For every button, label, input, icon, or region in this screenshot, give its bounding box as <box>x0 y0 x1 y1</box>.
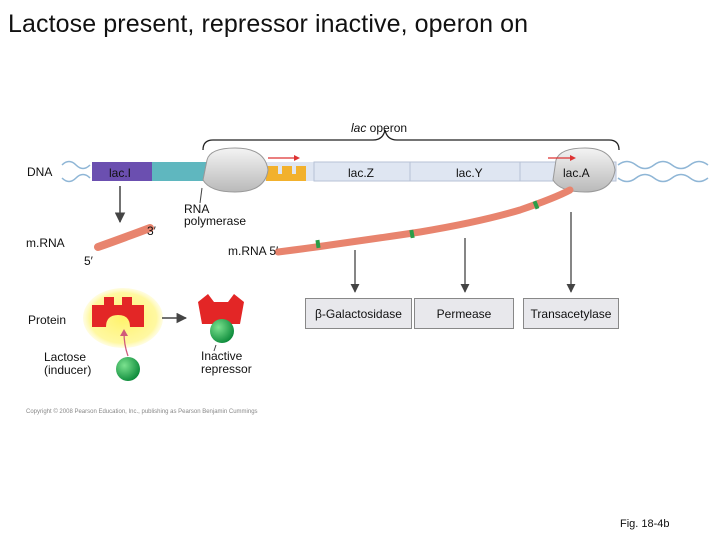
operon-mrna <box>274 186 574 256</box>
lactose-label: Lactose (inducer) <box>44 350 92 377</box>
gene-label-lacA: lac.A <box>563 166 590 180</box>
operon-brace <box>202 129 620 151</box>
product-transacetylase: Transacetylase <box>523 298 619 329</box>
rna-polymerase-label: RNA polymerase <box>184 202 247 228</box>
mrna-marker-3 <box>532 200 540 210</box>
dna-label: DNA <box>27 165 53 179</box>
mrna-marker-2 <box>409 229 415 239</box>
repressor-glow <box>83 288 163 348</box>
operator-notches <box>266 166 306 181</box>
lacI-region <box>92 162 152 181</box>
inactive-pointer <box>213 344 217 352</box>
mrna-label: m.RNA <box>26 236 65 250</box>
product-permease: Permease <box>414 298 514 329</box>
copyright-notice: Copyright © 2008 Pearson Education, Inc.… <box>26 409 258 415</box>
gene-label-lacI: lac.I <box>109 166 132 180</box>
three-prime-label: 3′ <box>147 224 156 238</box>
product-beta-galactosidase: β-Galactosidase <box>305 298 412 329</box>
inactive-repressor-label: Inactive repressor <box>201 349 252 376</box>
page-title: Lactose present, repressor inactive, ope… <box>8 10 529 38</box>
operon-label-rest: operon <box>366 121 408 135</box>
gene-label-lacZ: lac.Z <box>348 166 375 180</box>
lacI-mrna <box>94 224 154 251</box>
lactose-inducer <box>116 357 140 381</box>
rna-polymerase-left <box>202 147 269 193</box>
five-prime-label: 5′ <box>84 254 93 268</box>
figure-label: Fig. 18-4b <box>620 518 670 530</box>
dna-helix-right <box>617 160 709 183</box>
bound-inducer <box>210 319 234 343</box>
dna-helix-left <box>61 160 91 183</box>
active-repressor <box>92 297 144 327</box>
gene-label-lacY: lac.Y <box>456 166 483 180</box>
mrna-marker-1 <box>315 239 321 249</box>
protein-label: Protein <box>28 313 67 327</box>
operon-label-italic: lac <box>351 121 367 135</box>
polymerase-pointer <box>199 187 203 204</box>
operon-label: lac operon <box>351 121 407 135</box>
inactive-repressor <box>198 294 244 324</box>
mrna5-label: m.RNA 5′ <box>228 244 279 258</box>
